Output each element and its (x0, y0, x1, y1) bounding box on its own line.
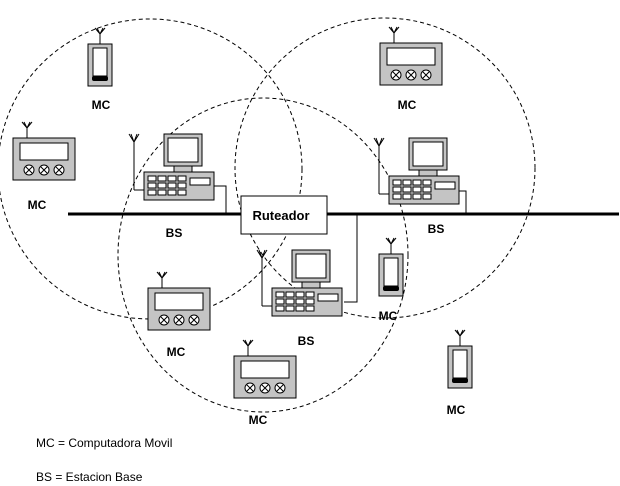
mc-label: MC (379, 309, 398, 323)
pda-icon (447, 329, 473, 389)
mc-label: MC (167, 345, 186, 359)
mc-label: MC (28, 198, 47, 212)
mc-label: MC (447, 403, 466, 417)
cell-left (0, 18, 303, 320)
bs-label: BS (428, 222, 445, 236)
router-label: Ruteador (252, 208, 309, 223)
pager-icon (12, 121, 76, 181)
base-station-icon (256, 249, 343, 317)
legend-mc: MC = Computadora Movil (36, 436, 173, 450)
router (240, 195, 328, 235)
pda-icon (378, 237, 404, 297)
connectors (214, 185, 467, 303)
bs-label: BS (166, 226, 183, 240)
pda-icon (87, 27, 113, 87)
legend-bs: BS = Estacion Base (36, 470, 143, 484)
base-station-icon (373, 137, 460, 205)
base-station-icon (128, 133, 215, 201)
cell-bottom (117, 97, 409, 413)
mc-label: MC (249, 413, 268, 427)
bs-label: BS (298, 334, 315, 348)
mc-label: MC (92, 98, 111, 112)
pager-icon (233, 339, 297, 399)
pager-icon (147, 271, 211, 331)
pager-icon (379, 26, 443, 86)
coverage-cells (0, 17, 536, 413)
mc-label: MC (398, 98, 417, 112)
cell-right (234, 17, 536, 319)
